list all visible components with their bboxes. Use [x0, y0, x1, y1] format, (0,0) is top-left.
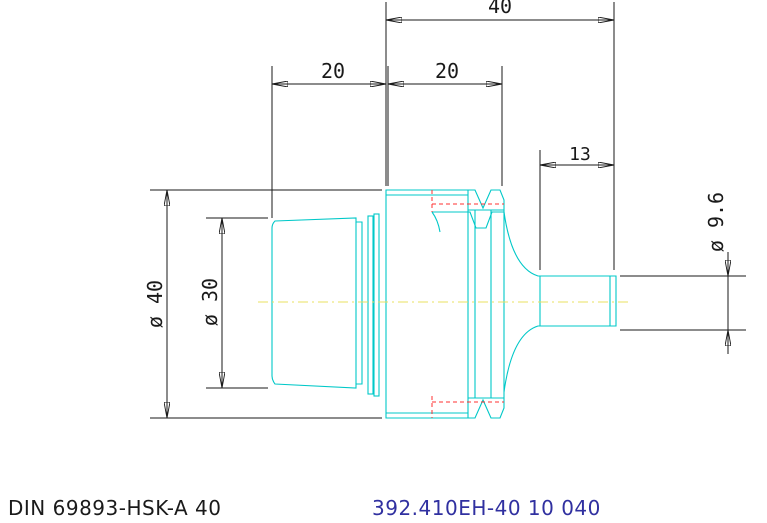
- dim-outer-diameter: ø 40: [143, 280, 167, 328]
- hidden-lines: [431, 190, 504, 418]
- dimensions: [150, 2, 746, 419]
- hsk-taper: [271, 217, 363, 389]
- part-outline: [271, 189, 617, 419]
- dim-flange-length: 20: [435, 59, 459, 83]
- dim-shank-diameter: ø 9.6: [704, 192, 728, 252]
- standard-label: DIN 69893-HSK-A 40: [8, 496, 222, 520]
- drive-slot: [431, 211, 504, 233]
- dim-taper-diameter: ø 30: [198, 278, 222, 326]
- taper-groove: [367, 215, 374, 395]
- dim-shank-length: 13: [569, 144, 591, 165]
- dim-total-length: 40: [488, 0, 512, 18]
- taper-groove: [373, 213, 380, 397]
- dim-taper-length: 20: [321, 59, 345, 83]
- v-groove: [468, 189, 505, 419]
- part-number: 392.410EH-40 10 040: [372, 496, 601, 520]
- flange-body: [385, 189, 469, 419]
- neck-curve: [503, 211, 617, 393]
